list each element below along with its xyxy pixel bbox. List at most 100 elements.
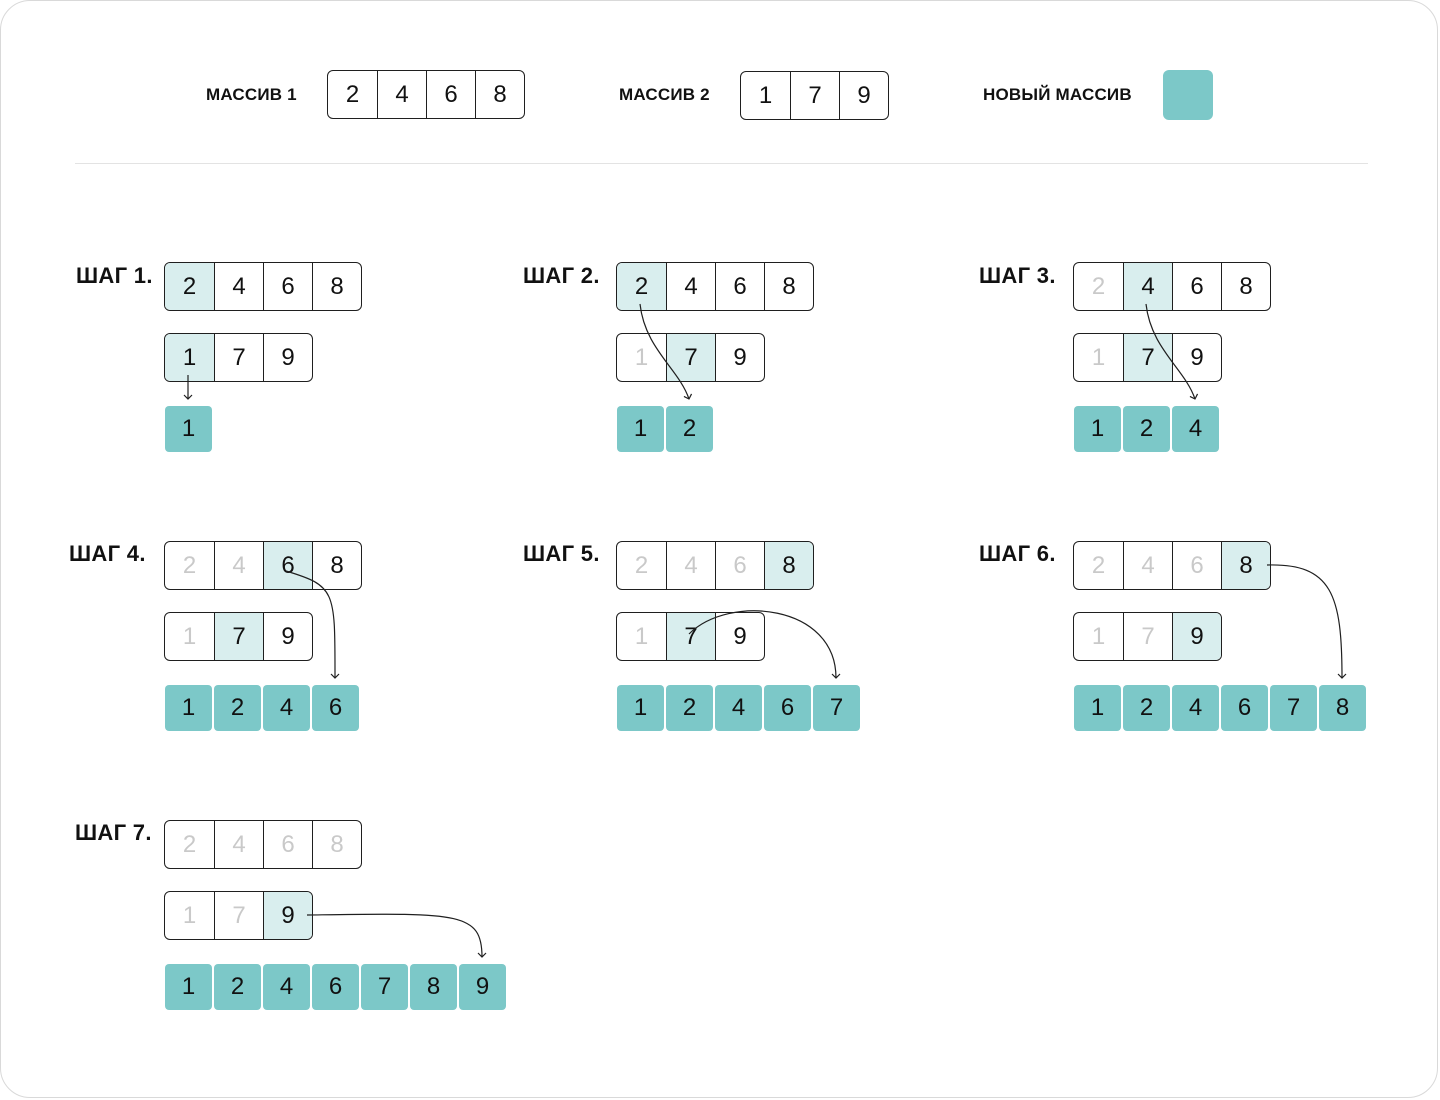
legend-array1-cell: 8 [475, 71, 524, 118]
step-array2-cell: 9 [715, 613, 764, 660]
step-result-cell: 1 [1074, 685, 1121, 731]
step-array2-cell: 9 [263, 892, 312, 939]
legend-array1-label: МАССИВ 1 [206, 85, 297, 104]
step-array2-cell: 9 [1172, 334, 1221, 381]
legend-array2-cell: 1 [758, 81, 773, 109]
step-array1-cell: 4 [666, 263, 715, 310]
step-result-cell: 4 [1172, 406, 1219, 452]
step-result-cell: 1 [617, 406, 664, 452]
step-result-cell: 4 [1172, 685, 1219, 731]
step-label: ШАГ 3. [979, 263, 1056, 288]
step-array2-cell: 7 [214, 334, 263, 381]
step-result-cell: 1 [617, 685, 664, 731]
step-array1-cell: 6 [1172, 263, 1221, 310]
step-array1-cell: 4 [214, 263, 263, 310]
step-result-cell: 7 [361, 964, 408, 1010]
step-array2-cell: 1 [1091, 622, 1106, 650]
legend-array2-cell: 7 [790, 72, 839, 119]
step-array2-cell: 7 [1123, 613, 1172, 660]
step-array1-cell: 8 [1221, 542, 1270, 589]
step-result-cell: 4 [263, 685, 310, 731]
step-result-cell: 2 [214, 964, 261, 1010]
step-result-cell: 1 [165, 685, 212, 731]
step-array1-cell: 4 [214, 542, 263, 589]
step-array2-cell: 1 [182, 622, 197, 650]
step-array1-cell: 2 [182, 830, 197, 858]
step-result-cell: 4 [715, 685, 762, 731]
step-result-cell: 6 [312, 685, 359, 731]
step-array1-cell: 4 [214, 821, 263, 868]
step-array2-cell: 1 [1091, 343, 1106, 371]
step-array1-cell: 2 [165, 263, 214, 310]
step-array1-cell: 6 [263, 542, 312, 589]
step-array1-cell: 4 [666, 542, 715, 589]
step-array2-cell: 7 [666, 334, 715, 381]
step-result-cell: 6 [312, 964, 359, 1010]
step-result-array: 1 [165, 406, 212, 452]
step-result-cell: 2 [666, 685, 713, 731]
legend-array2-label: МАССИВ 2 [619, 85, 710, 104]
step-result-cell: 2 [666, 406, 713, 452]
legend-array2-cell: 9 [839, 72, 888, 119]
step-array1-cell: 2 [1091, 272, 1106, 300]
step-result-cell: 8 [410, 964, 457, 1010]
step-label: ШАГ 7. [75, 820, 152, 845]
legend-new-array-label: НОВЫЙ МАССИВ [983, 85, 1132, 104]
legend-array2: 1 7 9 [740, 71, 889, 120]
step-array1-cell: 8 [1221, 263, 1270, 310]
step-array1-cell: 6 [715, 542, 764, 589]
step-label: ШАГ 2. [523, 263, 600, 288]
step-label: ШАГ 4. [69, 541, 146, 566]
divider [75, 163, 1368, 164]
step-array2-cell: 7 [214, 892, 263, 939]
step-array2-cell: 7 [214, 613, 263, 660]
step-array1-cell: 6 [1172, 542, 1221, 589]
step-result-cell: 1 [165, 964, 212, 1010]
step-label: ШАГ 1. [76, 263, 153, 288]
step-label: ШАГ 5. [523, 541, 600, 566]
legend-array1: 2 4 6 8 [327, 70, 525, 119]
legend-array1-cell: 2 [345, 80, 360, 108]
step-array1-cell: 6 [715, 263, 764, 310]
step-array2-cell: 1 [165, 334, 214, 381]
step-array1-cell: 8 [312, 542, 361, 589]
step-array1-cell: 2 [1091, 551, 1106, 579]
legend-array1-cell: 4 [377, 71, 426, 118]
step-array2-cell: 1 [634, 622, 649, 650]
step-result-cell: 2 [214, 685, 261, 731]
step-array2-cell: 1 [182, 901, 197, 929]
step-array1-cell: 8 [312, 821, 361, 868]
step-array2-cell: 9 [263, 334, 312, 381]
step-result-cell: 2 [1123, 685, 1170, 731]
step-array1-cell: 2 [182, 551, 197, 579]
step-array2-cell: 9 [263, 613, 312, 660]
legend-new-array-swatch [1163, 70, 1213, 120]
step-result-cell: 6 [764, 685, 811, 731]
step-result-cell: 4 [263, 964, 310, 1010]
step-result-cell: 7 [1270, 685, 1317, 731]
step-array2-cell: 7 [1123, 334, 1172, 381]
step-array2-cell: 7 [666, 613, 715, 660]
step-array2-cell: 1 [634, 343, 649, 371]
step-array1-cell: 4 [1123, 263, 1172, 310]
step-array1-cell: 8 [764, 542, 813, 589]
step-result-cell: 8 [1319, 685, 1366, 731]
legend-array1-cell: 6 [426, 71, 475, 118]
step-array1-cell: 2 [617, 263, 666, 310]
step-result-cell: 6 [1221, 685, 1268, 731]
step-array1-cell: 6 [263, 263, 312, 310]
